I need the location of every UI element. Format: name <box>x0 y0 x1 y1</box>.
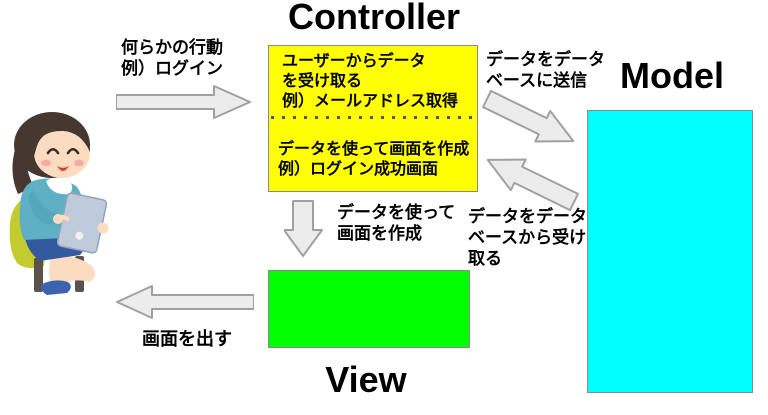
send-to-db-label: データをデータ ベースに送信 <box>486 49 605 91</box>
render-view-label: データを使って 画面を作成 <box>337 202 455 244</box>
pointing-hand <box>53 214 70 224</box>
user-action-label: 何らかの行動 例）ログイン <box>121 37 223 79</box>
view-box <box>268 270 470 348</box>
controller-receive-text: ユーザーからデータ を受け取る 例）メールアドレス取得 <box>282 52 458 112</box>
model-title: Model <box>620 55 724 96</box>
head <box>14 112 90 178</box>
arrow-controller-to-view-icon <box>284 200 323 257</box>
arrow-controller-to-model-icon <box>482 89 575 143</box>
controller-receive-line: 例）メールアドレス取得 <box>282 93 459 110</box>
model-box <box>587 110 753 393</box>
render-view-line: データを使って <box>337 203 456 222</box>
render-view-line: 画面を作成 <box>337 224 422 243</box>
person-illustration <box>9 112 109 295</box>
receive-from-db-label: データをデータ ベースから受け 取る <box>468 206 587 269</box>
controller-render-line: 例）ログイン成功画面 <box>278 161 439 178</box>
receive-from-db-line: 取る <box>468 249 502 268</box>
send-to-db-line: ベースに送信 <box>486 71 588 90</box>
bangs <box>34 121 90 156</box>
blush-left <box>41 159 51 167</box>
send-to-db-line: データをデータ <box>486 50 605 69</box>
controller-receive-line: ユーザーからデータ <box>282 53 426 70</box>
controller-receive-line: を受け取る <box>282 73 363 90</box>
arm-sleeve <box>28 190 59 225</box>
receive-from-db-line: ベースから受け <box>468 228 587 247</box>
arrow-user-to-controller-icon <box>116 85 251 119</box>
shoe <box>41 280 71 295</box>
user-action-line: 例）ログイン <box>121 59 223 78</box>
right-hand <box>97 222 109 234</box>
right-eye <box>66 147 80 155</box>
legs <box>41 254 96 295</box>
arrow-view-to-user-icon <box>116 285 254 319</box>
output-screen-label: 画面を出す <box>142 329 232 349</box>
controller-box: ユーザーからデータ を受け取る 例）メールアドレス取得 データを使って画面を作成… <box>268 45 478 192</box>
controller-title: Controller <box>287 0 460 37</box>
user-action-line: 何らかの行動 <box>121 38 223 57</box>
blush-right <box>74 159 84 167</box>
controller-render-line: データを使って画面を作成 <box>278 141 470 158</box>
receive-from-db-line: データをデータ <box>468 207 587 226</box>
view-title: View <box>325 359 407 400</box>
controller-render-text: データを使って画面を作成 例）ログイン成功画面 <box>278 140 469 180</box>
dotted-divider <box>271 116 475 119</box>
left-eye <box>46 147 60 155</box>
inner-shirt <box>46 177 73 195</box>
mouth <box>57 166 69 171</box>
arrow-model-to-controller-icon <box>486 158 579 212</box>
